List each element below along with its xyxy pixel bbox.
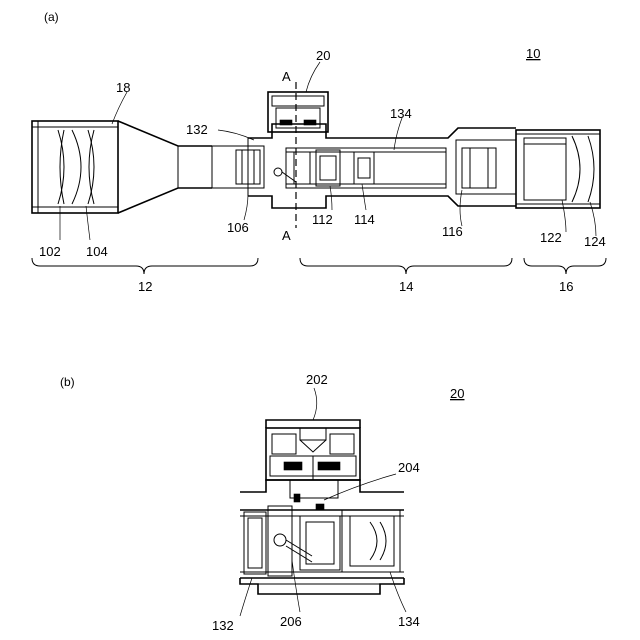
panel-a-label: (a) [44, 10, 59, 24]
ref-204: 204 [398, 460, 420, 475]
ref-20: 20 [316, 48, 330, 63]
lens-122 [524, 138, 566, 200]
panel-b-label: (b) [60, 375, 75, 389]
ref-116: 116 [442, 224, 463, 239]
ref-10: 10 [526, 46, 540, 61]
ref-134: 134 [390, 106, 412, 121]
ref-104: 104 [86, 244, 108, 259]
main-tube-bottom [248, 196, 516, 208]
group-12: 12 [138, 279, 152, 294]
turret-cap-202 [266, 420, 360, 428]
spring-206-a [274, 168, 282, 176]
panel-b: (b) 20 [60, 372, 464, 633]
objective-housing [32, 121, 118, 213]
ref-18: 18 [116, 80, 130, 95]
brace-14 [300, 258, 512, 274]
panel-a: (a) 10 [32, 10, 606, 294]
lens-132-group [244, 512, 266, 574]
group-16: 16 [559, 279, 573, 294]
section-mark-bottom: A [282, 228, 291, 243]
ref-122: 122 [540, 230, 562, 245]
lens-102 [58, 130, 64, 204]
ref-132: 132 [186, 122, 208, 137]
brace-12 [32, 258, 258, 274]
ref-112: 112 [312, 212, 333, 227]
lens-114 [354, 152, 374, 184]
group-braces [32, 258, 606, 274]
ref-202: 202 [306, 372, 328, 387]
riflescope-drawing [32, 82, 600, 228]
ref-206: 206 [280, 614, 302, 629]
lens-116 [462, 148, 496, 188]
section-mark-top: A [282, 69, 291, 84]
lens-104 [72, 130, 81, 204]
main-tube-top [248, 124, 516, 138]
ref-102: 102 [39, 244, 61, 259]
turret-20 [268, 92, 328, 132]
eyepiece-housing [516, 130, 600, 208]
ref-124: 124 [584, 234, 606, 249]
group-14: 14 [399, 279, 413, 294]
ref-114: 114 [354, 212, 375, 227]
leader-lines-b [240, 388, 406, 616]
ref-20-b: 20 [450, 386, 464, 401]
ref-132-b: 132 [212, 618, 234, 633]
turret-detail-drawing [240, 420, 404, 594]
brace-16 [524, 258, 606, 274]
ref-106: 106 [227, 220, 249, 235]
spring-206 [274, 534, 286, 546]
lens-124 [572, 136, 580, 202]
ref-134-b: 134 [398, 614, 420, 629]
